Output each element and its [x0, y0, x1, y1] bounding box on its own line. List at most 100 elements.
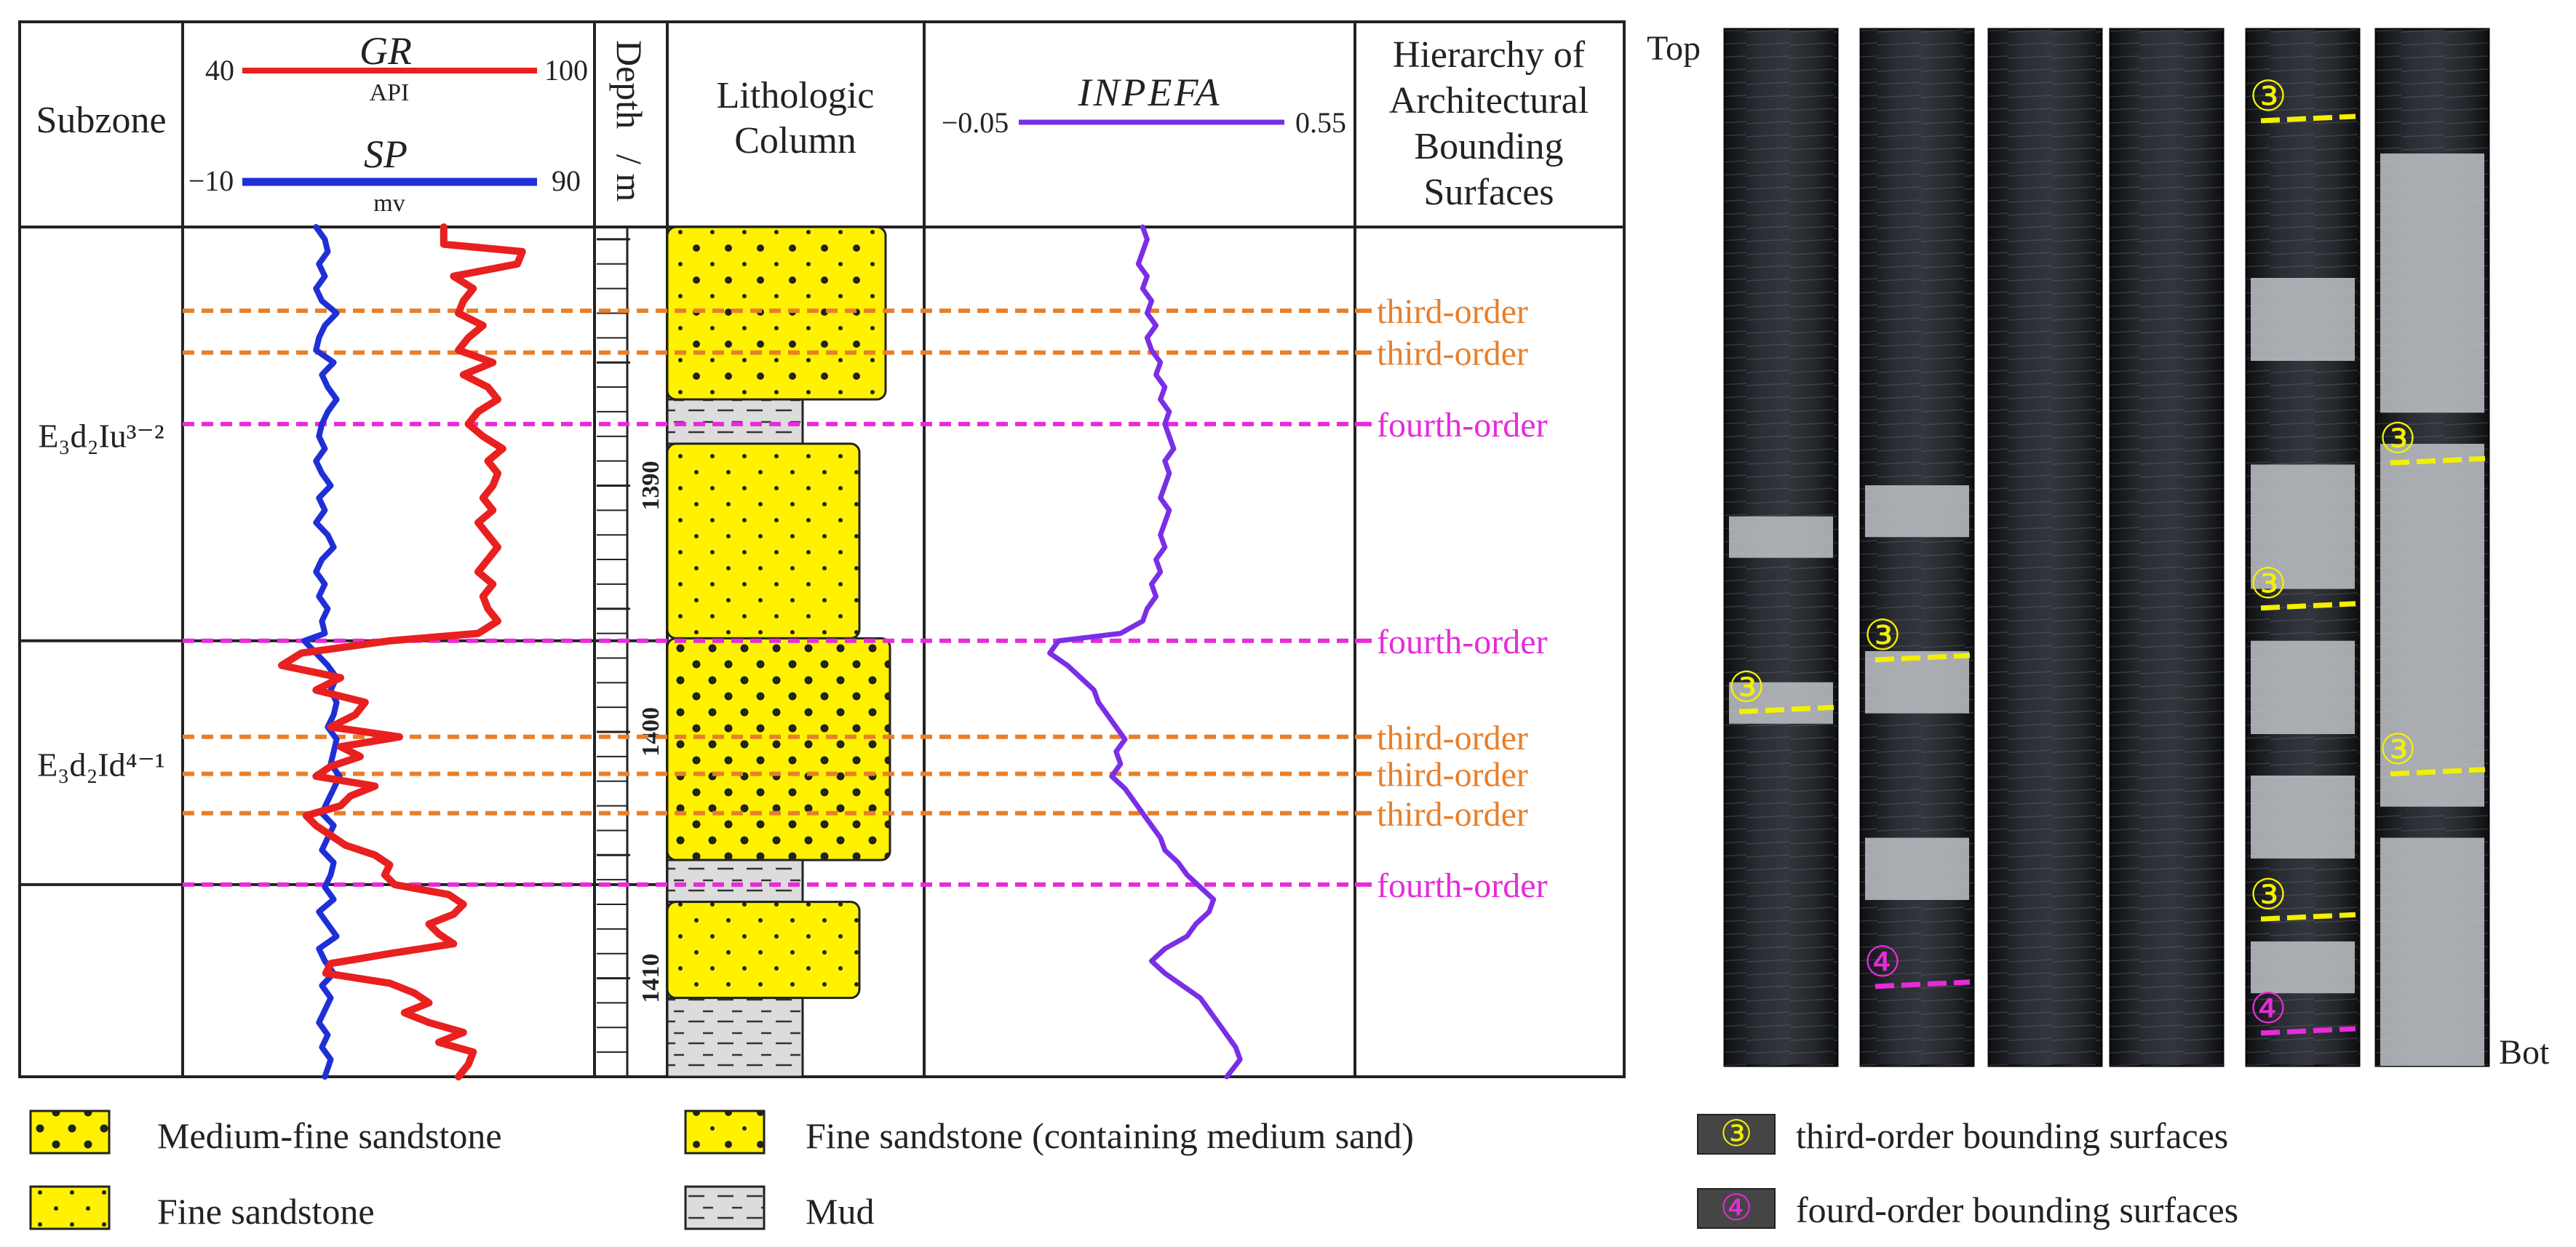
core-light-patch [2380, 837, 2484, 1066]
boundary-label: third-order [1377, 756, 1528, 794]
litho-header-line1: Lithologic [717, 75, 875, 116]
inpefa-curve [1047, 224, 1243, 1080]
legend-swatch-fine-medium [684, 1109, 766, 1155]
core-boundary-dash [2260, 912, 2356, 922]
sp-name: SP [364, 132, 408, 176]
third-order-marker: ③ [2379, 726, 2486, 777]
boundary-label: third-order [1377, 719, 1528, 757]
core-strip [2109, 28, 2225, 1067]
core-strip [1987, 28, 2103, 1067]
legend: Medium-fine sandstone Fine sandstone Fin… [29, 1109, 2238, 1232]
hier-header-line4: Surfaces [1423, 172, 1554, 213]
core-boundary-dash [2390, 455, 2486, 466]
legend-symbol-fourth-order: ④ [1720, 1187, 1753, 1228]
log-curves [278, 223, 1243, 1080]
litho-bed-fine-medium [666, 226, 887, 401]
legend-label-fine-medium: Fine sandstone (containing medium sand) [806, 1115, 1414, 1156]
core-light-patch [2380, 154, 2484, 413]
subzone-label: E₃d₂Id⁴⁻¹ [37, 746, 165, 783]
legend-swatch-fourth-order [1697, 1188, 1776, 1229]
boundary-label: fourth-order [1377, 623, 1548, 661]
core-light-patch [2251, 640, 2355, 734]
legend-item-fine: Fine sandstone [29, 1185, 375, 1232]
depth-header-text: Depth [609, 40, 650, 129]
third-order-marker: ③ [1864, 612, 1971, 663]
legend-label-mud: Mud [806, 1191, 874, 1232]
core-boundary-dash [2390, 767, 2486, 777]
core-light-patch [2251, 278, 2355, 361]
sp-min: −10 [188, 164, 234, 197]
gr-min: 40 [205, 54, 234, 87]
gr-unit: API [370, 79, 410, 106]
third-order-marker: ③ [1728, 664, 1834, 714]
boundary-label: fourth-order [1377, 866, 1548, 905]
legend-label-fine: Fine sandstone [157, 1191, 375, 1232]
core-marker-symbol: ③ [2249, 871, 2287, 918]
litho-bed-fine [666, 901, 861, 1000]
legend-label-fourth-order: fourd-order bounding surfaces [1796, 1190, 2238, 1230]
core-light-patch [2251, 776, 2355, 858]
depth-track: 1390 1400 1410 [597, 227, 664, 1077]
core-boundary-dash [2260, 113, 2356, 124]
core-strip-laminae [1989, 29, 2102, 1066]
log-panel: Subzone GR 40 100 API SP −10 90 mv Depth… [18, 20, 1626, 1080]
legend-item-fourth-order: ④ fourd-order bounding surfaces [1697, 1187, 2238, 1230]
litho-bed-mud [666, 997, 804, 1078]
third-order-marker: ③ [2249, 560, 2356, 611]
legend-item-third-order: ③ third-order bounding surfaces [1697, 1113, 2228, 1156]
gr-name: GR [359, 29, 412, 73]
core-marker-symbol: ③ [1864, 612, 1901, 659]
core-boundary-dash [1875, 653, 1971, 663]
litho-bed-fine [666, 442, 861, 640]
litho-bed-mud [666, 858, 804, 904]
legend-symbol-third-order: ③ [1720, 1113, 1753, 1154]
core-boundary-dash [2260, 601, 2356, 611]
fourth-order-marker: ④ [1864, 939, 1971, 989]
depth-label: 1390 [637, 461, 664, 510]
core-top-label: Top [1647, 29, 1701, 68]
core-strip: ③ [1723, 28, 1839, 1067]
depth-label: 1410 [637, 954, 664, 1003]
depth-unit-text: / m [609, 154, 650, 202]
core-strip: ③ ③ ③ ④ [2245, 28, 2361, 1067]
legend-item-mud: Mud [684, 1185, 874, 1232]
inpefa-header: INPEFA −0.05 0.55 [942, 71, 1346, 139]
boundary-label: third-order [1377, 795, 1528, 834]
legend-label-third-order: third-order bounding surfaces [1796, 1115, 2228, 1156]
depth-label: 1400 [637, 707, 664, 757]
third-order-marker: ③ [2379, 415, 2486, 466]
subzone-header: Subzone [36, 100, 166, 141]
core-marker-symbol: ③ [2249, 560, 2287, 607]
core-boundary-dash [2260, 1026, 2356, 1036]
inpefa-name: INPEFA [1078, 71, 1222, 114]
sp-max: 90 [552, 164, 581, 197]
fourth-order-marker: ④ [2249, 985, 2356, 1036]
core-marker-symbol: ③ [1728, 664, 1765, 711]
legend-item-fine-medium: Fine sandstone (containing medium sand) [684, 1109, 1414, 1156]
core-marker-symbol: ④ [1864, 939, 1901, 986]
core-strip-laminae [2110, 29, 2223, 1066]
litho-bed-mud [666, 398, 804, 445]
core-light-patch [2251, 464, 2355, 589]
core-marker-symbol: ④ [2249, 985, 2287, 1032]
litho-header-line2: Column [734, 120, 856, 162]
subzone-label: E₃d₂Iu³⁻² [38, 417, 164, 454]
core-marker-symbol: ③ [2379, 415, 2417, 462]
gr-header: GR 40 100 API SP −10 90 mv [188, 29, 588, 217]
core-light-patch [1729, 682, 1833, 724]
core-boundary-dash [1875, 979, 1971, 989]
third-order-marker: ③ [2249, 73, 2356, 124]
core-strip-laminae [1861, 29, 1973, 1066]
boundary-label: third-order [1377, 292, 1528, 331]
core-light-patch [1865, 485, 1969, 538]
depth-header: Depth / m [609, 40, 650, 202]
core-strip: ③③ [2374, 28, 2490, 1067]
core-light-patch [1865, 837, 1969, 900]
core-light-patch [1729, 516, 1833, 558]
core-strip: ③④ [1859, 28, 1975, 1067]
legend-item-medium-fine: Medium-fine sandstone [29, 1109, 502, 1156]
litho-bed-medium-fine [666, 637, 891, 861]
core-light-patch [2380, 444, 2484, 807]
